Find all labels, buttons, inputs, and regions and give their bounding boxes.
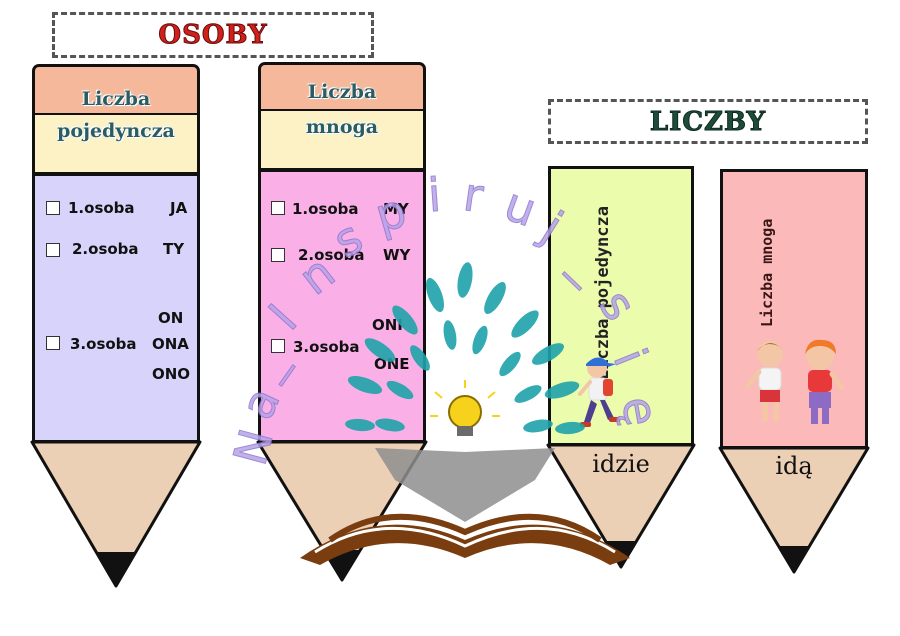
wm-char: i (426, 167, 444, 223)
pronoun: MY (383, 200, 409, 218)
pronoun: JA (170, 199, 188, 217)
two-kids-icon (745, 339, 845, 424)
osoby-header: OSOBY (52, 12, 374, 58)
checkbox-2-osoba[interactable] (46, 243, 60, 257)
pencil-singular-cap (32, 64, 200, 114)
pencil-singular-band (32, 113, 200, 175)
checkbox-1-osoba[interactable] (46, 201, 60, 215)
row-label: 3.osoba (293, 338, 360, 356)
wm-char: u (497, 176, 544, 238)
pencil-singular-title-line2: pojedyncza (57, 120, 175, 142)
pronoun: ON (158, 309, 184, 327)
number-singular-verb: idzie (592, 450, 650, 478)
row-label: 2.osoba (72, 240, 139, 258)
row-label: 1.osoba (68, 199, 135, 217)
pronoun: TY (163, 240, 185, 258)
number-plural-verb: idą (775, 452, 813, 480)
row-label: 2.osoba (298, 246, 365, 264)
pencil-plural-title-line2: mnoga (305, 116, 379, 138)
pronoun: ONA (152, 335, 189, 353)
checkbox-3-osoba[interactable] (271, 339, 285, 353)
number-singular-body (548, 166, 694, 446)
checkbox-2-osoba[interactable] (271, 248, 285, 262)
walking-boy-icon (578, 357, 620, 427)
row-label: 1.osoba (292, 200, 359, 218)
pencil-singular-title-line1: Liczba (81, 88, 151, 110)
pencil-plural-band (258, 109, 426, 171)
liczby-header: LICZBY (548, 99, 868, 144)
row-label: 3.osoba (70, 335, 137, 353)
pencil-plural-cap (258, 62, 426, 110)
number-plural-tip (718, 446, 870, 574)
pencil-plural-title-line1: Liczba (307, 81, 377, 103)
liczby-label: LICZBY (649, 106, 767, 137)
checkbox-3-osoba[interactable] (46, 336, 60, 350)
pencil-singular-body (32, 173, 200, 443)
wm-char: r (460, 166, 487, 224)
open-book-logo-icon (300, 262, 630, 565)
checkbox-1-osoba[interactable] (271, 201, 285, 215)
number-plural-label: Liczba mnoga (758, 218, 776, 328)
pronoun: ONI (372, 316, 403, 334)
osoby-label: OSOBY (158, 20, 268, 51)
pronoun: WY (383, 246, 411, 264)
pencil-singular-tip (30, 440, 202, 588)
pronoun: ONO (152, 365, 191, 383)
